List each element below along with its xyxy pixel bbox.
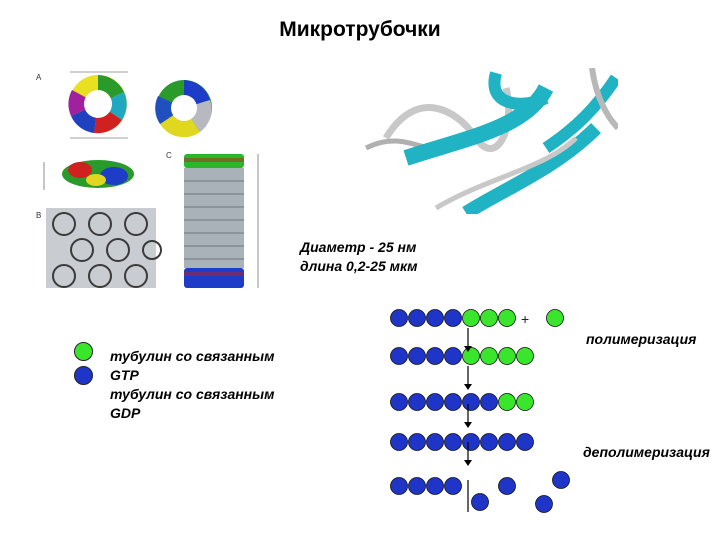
gdp-tubulin-dot (426, 347, 444, 365)
gdp-tubulin-dot (498, 433, 516, 451)
microtubule-dimensions: Диаметр - 25 нм длина 0,2-25 мкм (300, 238, 417, 276)
gtp-tubulin-dot (516, 347, 534, 365)
gdp-tubulin-dot (444, 393, 462, 411)
gdp-tubulin-dot (426, 477, 444, 495)
plus-sign: + (521, 311, 529, 327)
gdp-tubulin-dot (408, 433, 426, 451)
panel-b-label: B (36, 211, 41, 220)
gdp-tubulin-dot (390, 393, 408, 411)
gdp-tubulin-dot (426, 393, 444, 411)
legend-gdp-line1: тубулин со связанным (110, 386, 275, 402)
gdp-tubulin-dot (444, 347, 462, 365)
slide-title: Микротрубочки (279, 18, 441, 41)
polymerization-diagram: + (390, 309, 570, 513)
gdp-tubulin-dot (480, 393, 498, 411)
gdp-tubulin-dot (444, 477, 462, 495)
protein-ribbon-figure (364, 68, 618, 214)
gdp-tubulin-dot (408, 347, 426, 365)
legend-gtp-line2: GTP (110, 367, 139, 383)
gtp-tubulin-dot (498, 347, 516, 365)
microtubule-column (184, 154, 259, 288)
gdp-tubulin-dot (498, 477, 516, 495)
gdp-tubulin-dot (426, 309, 444, 327)
gdp-tubulin-dot (390, 477, 408, 495)
gtp-tubulin-dot (462, 347, 480, 365)
gdp-tubulin-dot (390, 347, 408, 365)
gdp-tubulin-dot (426, 433, 444, 451)
polymerization-label: полимеризация (586, 331, 697, 347)
gtp-tubulin-dot (480, 309, 498, 327)
gtp-tubulin-dot (498, 393, 516, 411)
gdp-tubulin-dot (408, 393, 426, 411)
tubulin-dimer (43, 160, 134, 190)
tubulin-ring-grey (155, 80, 212, 138)
gdp-tubulin-dot (462, 393, 480, 411)
gtp-tubulin-dot (462, 309, 480, 327)
tubulin-structure-figure: A B C (36, 71, 259, 288)
gdp-tubulin-dot (471, 493, 489, 511)
gdp-tubulin-dot (444, 309, 462, 327)
panel-a-label: A (36, 73, 42, 82)
legend-gtp-line1: тубулин со связанным (110, 348, 275, 364)
gtp-tubulin-dot (546, 309, 564, 327)
gdp-tubulin-dot (462, 433, 480, 451)
tubulin-legend: тубулин со связанным GTP тубулин со связ… (110, 347, 274, 423)
gtp-dot-icon (74, 342, 93, 361)
gdp-tubulin-dot (552, 471, 570, 489)
depolymerization-label: деполимеризация (583, 444, 710, 460)
gdp-tubulin-dot (516, 433, 534, 451)
gdp-tubulin-dot (408, 309, 426, 327)
gtp-tubulin-dot (516, 393, 534, 411)
gdp-tubulin-dot (444, 433, 462, 451)
gdp-tubulin-dot (390, 309, 408, 327)
panel-c-label: C (166, 151, 172, 160)
gdp-tubulin-dot (480, 433, 498, 451)
legend-gdp-line2: GDP (110, 405, 141, 421)
gdp-dot-icon (74, 366, 93, 385)
gdp-tubulin-dot (535, 495, 553, 513)
gtp-tubulin-dot (480, 347, 498, 365)
microtubule-cross-section (46, 208, 162, 288)
gtp-tubulin-dot (498, 309, 516, 327)
gdp-tubulin-dot (390, 433, 408, 451)
diameter-text: Диаметр - 25 нм (300, 239, 417, 255)
length-text: длина 0,2-25 мкм (300, 258, 418, 274)
tubulin-ring-colored (68, 71, 128, 139)
gdp-tubulin-dot (408, 477, 426, 495)
